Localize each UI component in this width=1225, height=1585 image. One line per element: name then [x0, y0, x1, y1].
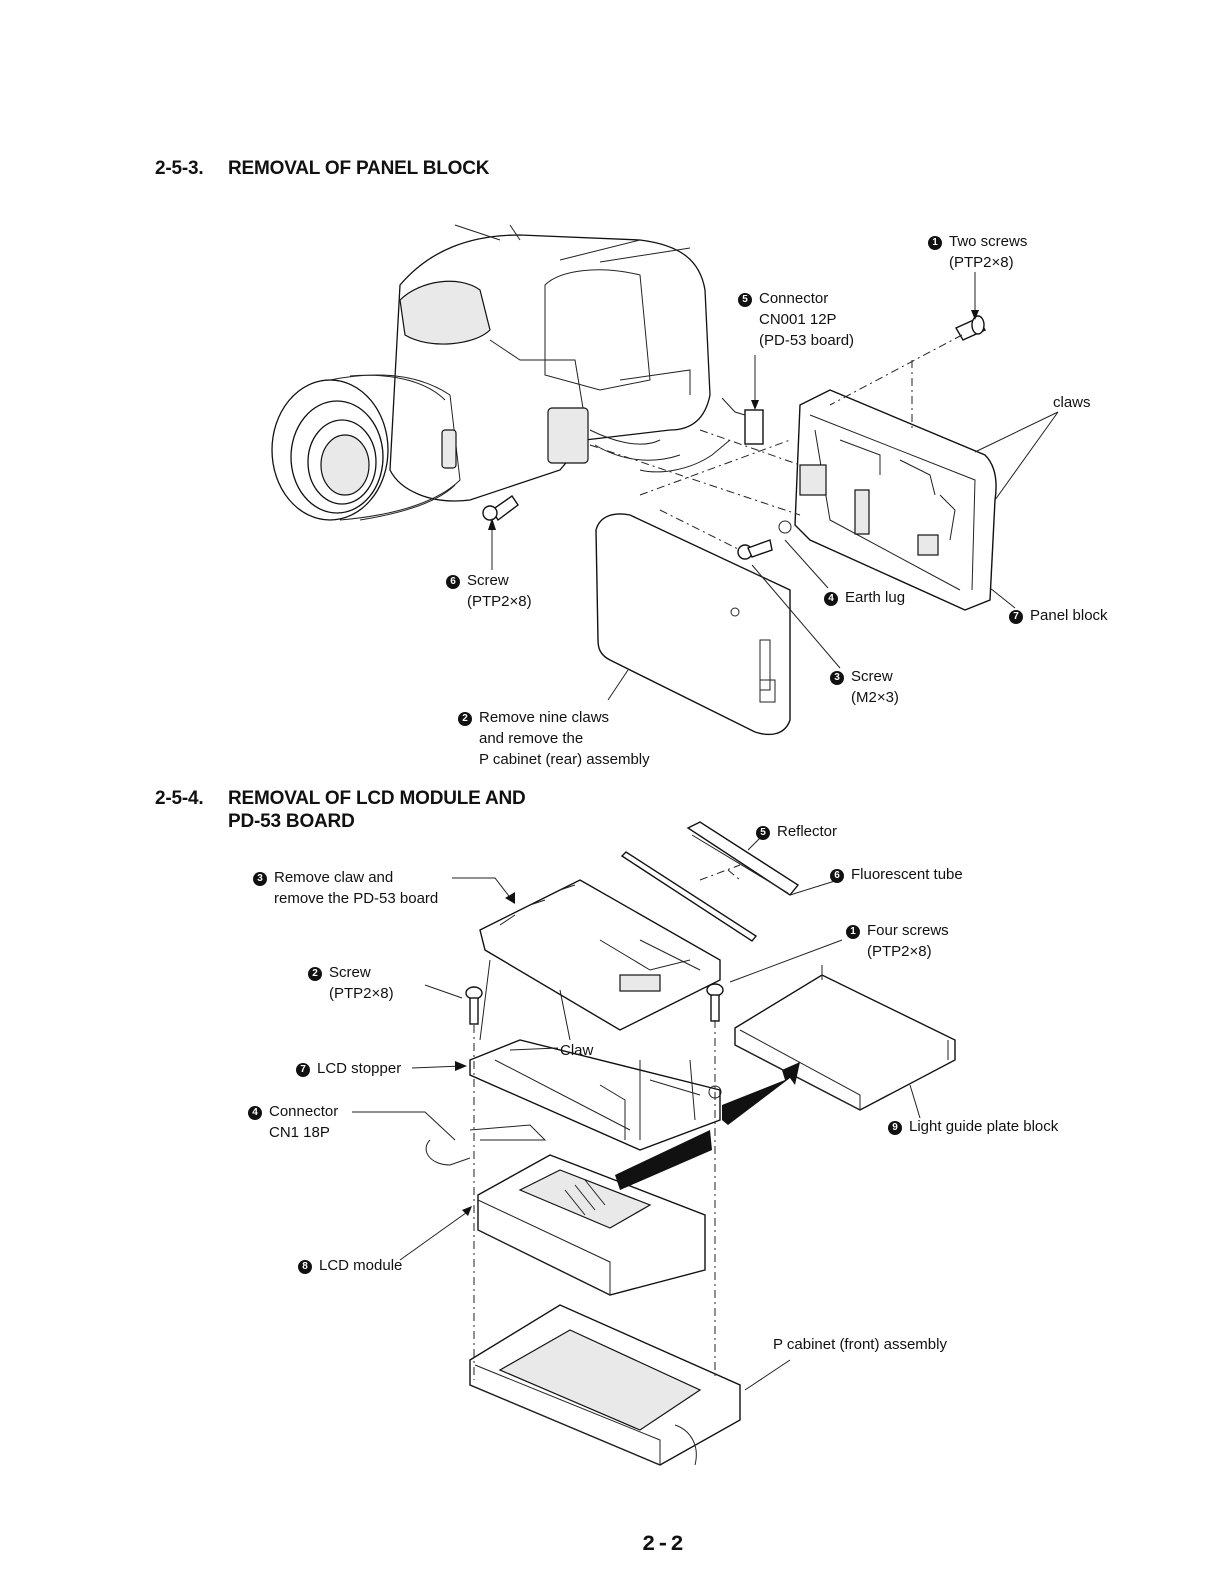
screw-icon: [737, 539, 773, 560]
screw-icon: [482, 495, 519, 522]
step-marker-icon: 3: [830, 671, 844, 685]
fluorescent-tube: [620, 851, 758, 942]
label-line: Panel block: [1030, 607, 1108, 624]
light-guide-plate: [734, 965, 956, 1111]
earth-lug: [778, 520, 792, 534]
reflector: [686, 821, 800, 896]
label-line: Two screws: [949, 233, 1028, 250]
label-remove-claw: 3 Remove claw and remove the PD-53 board: [253, 867, 438, 909]
label-line: (PD-53 board): [759, 332, 855, 349]
step-marker-icon: 9: [888, 1121, 902, 1135]
step-marker-icon: 5: [756, 826, 770, 840]
leader-lines-a: [488, 272, 1059, 701]
label-line: Remove claw and: [274, 869, 394, 886]
label-line: Reflector: [777, 823, 838, 840]
label-line: claws: [1053, 394, 1091, 411]
step-marker-icon: 7: [1009, 610, 1023, 624]
label-line: CN001 12P: [759, 311, 837, 328]
label-claws: claws: [1053, 392, 1091, 413]
label-screw-b: 2 Screw (PTP2×8): [308, 962, 394, 1004]
label-line: Remove nine claws: [479, 709, 610, 726]
label-fluorescent-tube: 6 Fluorescent tube: [830, 864, 963, 885]
section-title-line2: PD-53 BOARD: [228, 811, 355, 832]
step-marker-icon: 5: [738, 293, 752, 307]
step-marker-icon: 7: [296, 1063, 310, 1077]
connector-cn1: [425, 1124, 547, 1166]
label-line: Earth lug: [845, 589, 906, 606]
label-claw: Claw: [560, 1040, 593, 1061]
label-line: P cabinet (front) assembly: [773, 1336, 947, 1353]
label-lcd-module: 8 LCD module: [298, 1255, 402, 1276]
label-line: LCD stopper: [317, 1060, 402, 1077]
label-line: remove the PD-53 board: [274, 890, 439, 907]
label-line: CN1 18P: [269, 1124, 330, 1141]
connector-cn001: [639, 397, 764, 473]
label-line: (PTP2×8): [949, 254, 1014, 271]
section-number: 2-5-4.: [155, 788, 204, 809]
label-line: Fluorescent tube: [851, 866, 963, 883]
step-marker-icon: 4: [248, 1106, 262, 1120]
label-screw-m2: 3 Screw (M2×3): [830, 666, 899, 708]
label-line: Connector: [269, 1103, 339, 1120]
label-line: P cabinet (rear) assembly: [479, 751, 650, 768]
label-line: Screw: [329, 964, 371, 981]
label-two-screws: 1 Two screws (PTP2×8): [928, 231, 1027, 273]
leader-lines-b: [352, 837, 921, 1391]
label-earth-lug: 4 Earth lug: [824, 587, 905, 608]
label-line: Screw: [467, 572, 509, 589]
step-marker-icon: 1: [846, 925, 860, 939]
label-connector-cn001: 5 Connector CN001 12P (PD-53 board): [738, 288, 854, 351]
section-title: REMOVAL OF LCD MODULE AND: [228, 788, 526, 809]
screw-icon: [706, 983, 724, 1022]
p-cabinet-front: [469, 1304, 741, 1466]
label-panel-block: 7 Panel block: [1009, 605, 1108, 626]
section-heading-lcd-module: 2-5-4. REMOVAL OF LCD MODULE AND PD-53 BO…: [155, 787, 526, 833]
label-line: Screw: [851, 668, 893, 685]
section-number: 2-5-3.: [155, 158, 204, 179]
step-marker-icon: 2: [308, 967, 322, 981]
screw-icon: [465, 986, 483, 1025]
label-lcd-stopper: 7 LCD stopper: [296, 1058, 401, 1079]
lcd-stopper-frame: [469, 1039, 722, 1151]
label-line: (PTP2×8): [467, 593, 532, 610]
step-marker-icon: 8: [298, 1260, 312, 1274]
step-marker-icon: 4: [824, 592, 838, 606]
label-four-screws: 1 Four screws (PTP2×8): [846, 920, 949, 962]
label-line: (M2×3): [851, 689, 899, 706]
label-line: (PTP2×8): [329, 985, 394, 1002]
step-marker-icon: 3: [253, 872, 267, 886]
section-heading-panel-block: 2-5-3. REMOVAL OF PANEL BLOCK: [155, 158, 489, 180]
panel-block: [794, 389, 997, 611]
lcd-module: [477, 1154, 706, 1296]
p-cabinet-rear: [595, 513, 791, 736]
lens-barrel: [271, 374, 461, 521]
page-number: 2-2: [642, 1532, 685, 1557]
label-reflector: 5 Reflector: [756, 821, 837, 842]
label-line: Light guide plate block: [909, 1118, 1059, 1135]
step-marker-icon: 6: [830, 869, 844, 883]
label-screw-ptp: 6 Screw (PTP2×8): [446, 570, 532, 612]
label-line: (PTP2×8): [867, 943, 932, 960]
step-marker-icon: 2: [458, 712, 472, 726]
label-line: LCD module: [319, 1257, 403, 1274]
label-line: Four screws: [867, 922, 949, 939]
label-line: Claw: [560, 1042, 594, 1059]
label-remove-claws: 2 Remove nine claws and remove the P cabi…: [458, 707, 650, 770]
large-arrow-icon: [615, 1062, 800, 1190]
label-p-cabinet-front: P cabinet (front) assembly: [773, 1334, 947, 1355]
label-light-guide-plate: 9 Light guide plate block: [888, 1116, 1058, 1137]
label-line: Connector: [759, 290, 829, 307]
section-title: REMOVAL OF PANEL BLOCK: [228, 158, 490, 179]
label-line: and remove the: [479, 730, 584, 747]
pd53-board: [479, 879, 721, 1031]
label-connector-cn1: 4 Connector CN1 18P: [248, 1101, 338, 1143]
camcorder-body: [389, 224, 711, 502]
step-marker-icon: 6: [446, 575, 460, 589]
step-marker-icon: 1: [928, 236, 942, 250]
